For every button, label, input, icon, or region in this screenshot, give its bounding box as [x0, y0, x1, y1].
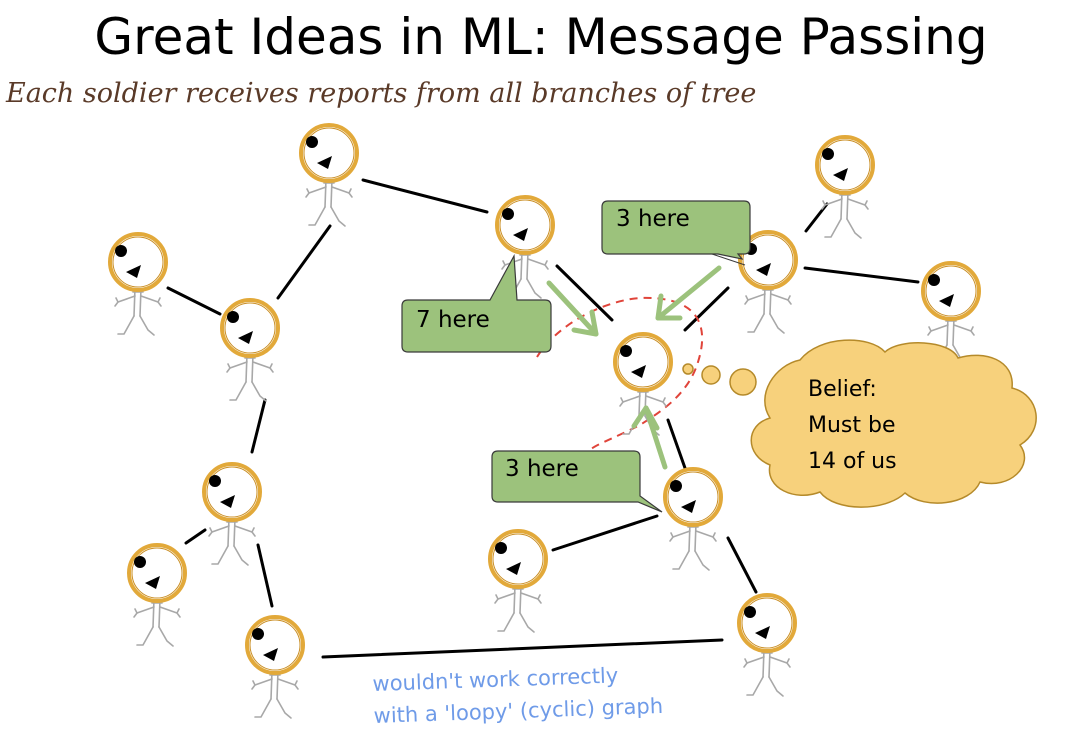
belief-line-3: 14 of us: [808, 449, 897, 474]
slide-subtitle: Each soldier receives reports from all b…: [6, 78, 757, 109]
bubble-text-bottom: 3 here: [505, 456, 579, 482]
soldier-4: [220, 298, 280, 403]
bubble-text-left: 7 here: [416, 307, 490, 333]
soldier-12: [663, 467, 723, 572]
soldier-14: [737, 593, 797, 698]
slide-title: Great Ideas in ML: Message Passing: [94, 8, 988, 66]
loopy-graph-note: wouldn't work correctly with a 'loopy' (…: [372, 658, 664, 732]
soldier-5: [613, 332, 673, 437]
thought-cloud: [682, 339, 1037, 508]
soldier-3: [108, 232, 168, 337]
arrow-from-below: [631, 405, 668, 470]
belief-line-2: Must be: [808, 413, 896, 438]
speech-bubble-left: [401, 253, 552, 353]
arrow-from-right: [655, 265, 722, 321]
arrow-from-left: [546, 280, 599, 337]
soldier-13: [488, 529, 548, 634]
speech-bubble-top-right: [601, 200, 751, 260]
belief-line-1: Belief:: [808, 377, 877, 402]
speech-bubble-top-right-tail: [711, 253, 746, 266]
message-arrows: [546, 265, 722, 470]
belief-text: Belief: Must be 14 of us: [808, 372, 897, 480]
soldier-9: [202, 462, 262, 567]
tree-edges: [166, 178, 920, 659]
soldier-6: [815, 135, 875, 240]
soldier-11: [245, 615, 305, 720]
speech-bubble-bottom: [491, 450, 663, 513]
soldier-1: [299, 123, 359, 228]
bubble-text-top-right: 3 here: [616, 206, 690, 232]
soldier-10: [127, 543, 187, 648]
